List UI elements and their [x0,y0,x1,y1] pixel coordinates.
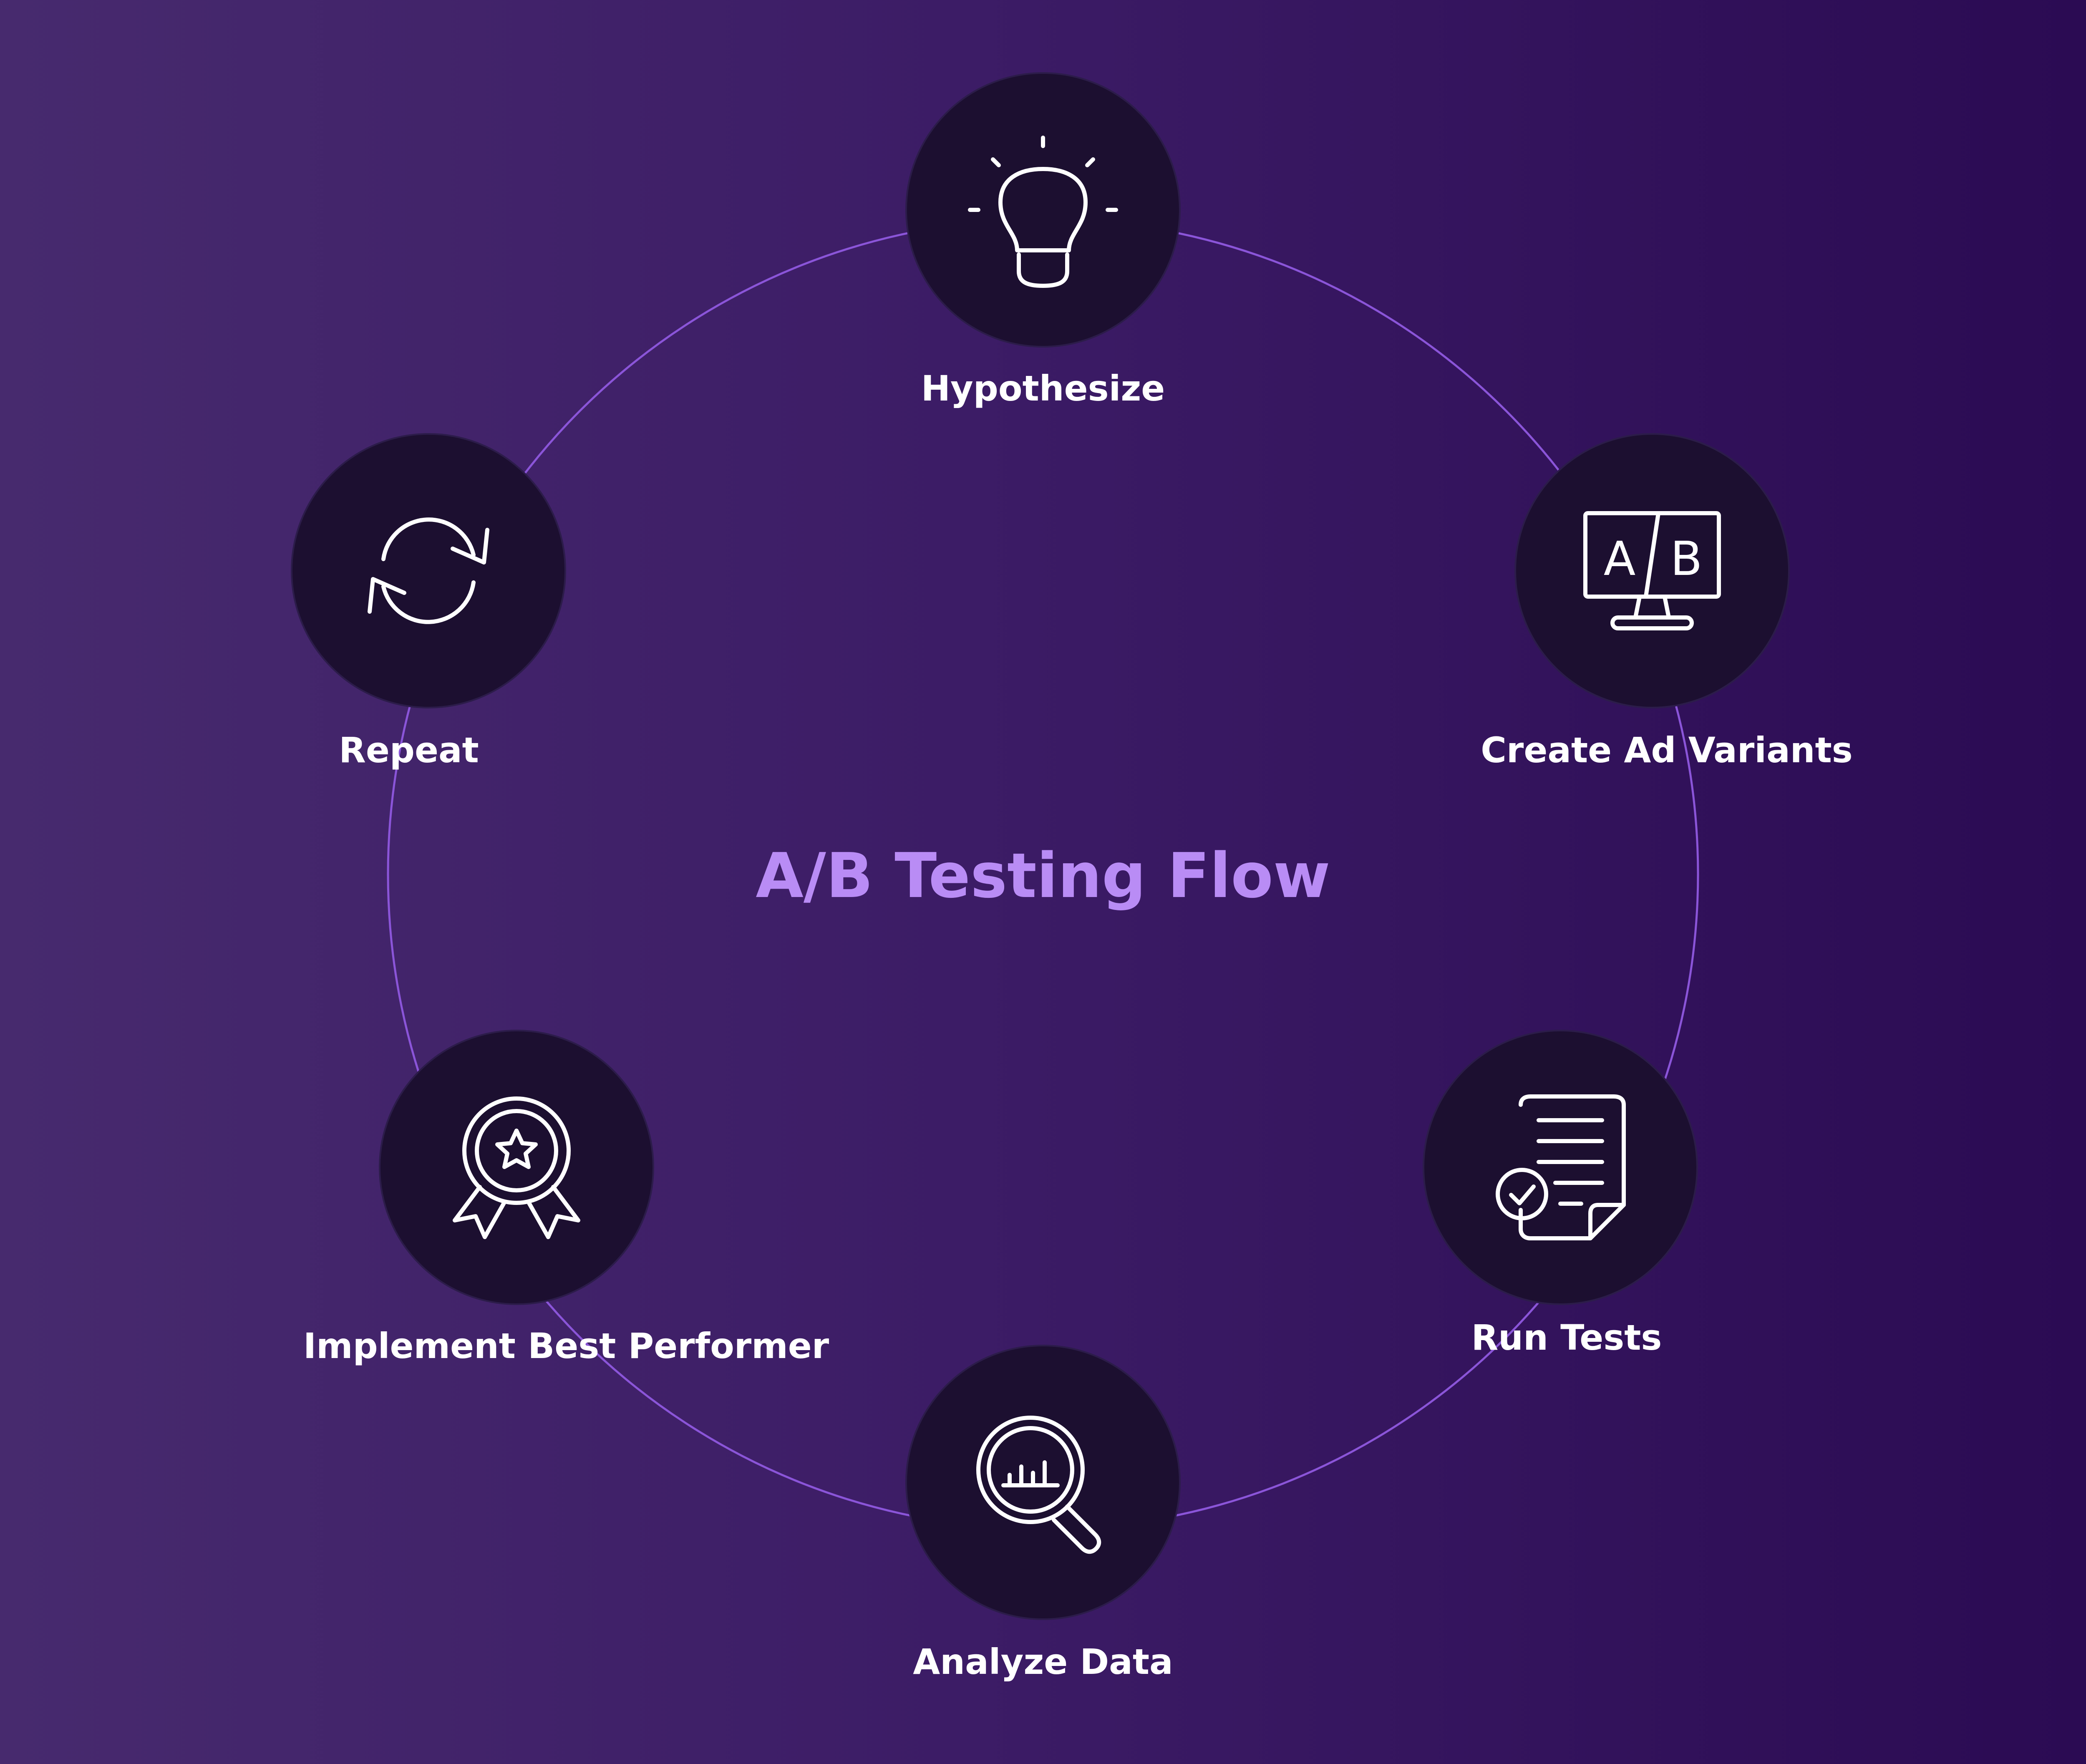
ab-letter-b: B [1670,532,1703,586]
step-implement-best-performer: Implement Best Performer [303,1030,829,1366]
step-create-ad-variants-circle [1514,433,1790,708]
document-check-icon [1496,1094,1626,1240]
step-label-implement-best-performer: Implement Best Performer [303,1326,829,1366]
step-repeat: Repeat [291,433,566,771]
diagram-title: A/B Testing Flow [756,840,1330,912]
step-run-tests-circle [1423,1030,1698,1305]
step-label-analyze-data: Analyze Data [913,1641,1173,1682]
step-repeat-circle [291,433,566,708]
refresh-icon [368,517,489,624]
lightbulb-icon [968,136,1118,288]
step-hypothesize: Hypothesize [905,72,1181,409]
magnifier-chart-icon [976,1416,1101,1554]
step-label-create-ad-variants: Create Ad Variants [1481,730,1852,771]
award-ribbon-icon [453,1096,580,1239]
step-label-repeat: Repeat [339,730,479,771]
step-run-tests: Run Tests [1423,1030,1698,1358]
step-implement-best-performer-circle [379,1030,654,1305]
step-create-ad-variants: A B Create Ad Variants [1481,433,1853,771]
step-label-run-tests: Run Tests [1471,1317,1662,1358]
step-analyze-data: Analyze Data [905,1345,1181,1682]
step-label-hypothesize: Hypothesize [921,368,1165,409]
ab-letter-a: A [1604,532,1636,586]
step-hypothesize-circle [905,72,1181,348]
ab-monitor-icon: A B [1583,511,1721,630]
